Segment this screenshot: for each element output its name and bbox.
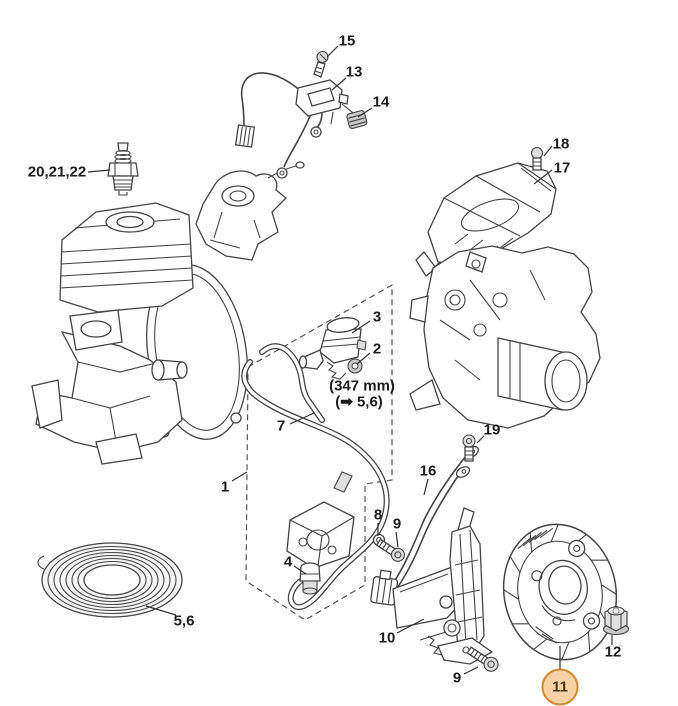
mounting-bracket-illustration — [392, 507, 494, 665]
engine-assembly-illustration — [31, 202, 248, 465]
callout-14[interactable]: 14 — [372, 93, 390, 111]
callout-12[interactable]: 12 — [604, 643, 622, 661]
spark-plug-boot-illustration — [298, 317, 367, 370]
fuel-hoses-illustration — [241, 343, 390, 610]
callout-8[interactable]: 8 — [373, 506, 383, 524]
screw-lower-illustration — [466, 646, 499, 672]
callout-19[interactable]: 19 — [483, 421, 501, 439]
callout-1[interactable]: 1 — [220, 478, 230, 496]
callout-10[interactable]: 10 — [378, 629, 396, 647]
callout-9-lower[interactable]: 9 — [452, 669, 462, 687]
callout-9-upper[interactable]: 9 — [392, 515, 402, 533]
screw-upper-illustration — [375, 538, 405, 562]
fuel-line-coil-illustration — [37, 542, 183, 618]
spark-plug-illustration — [107, 142, 139, 196]
callout-16[interactable]: 16 — [419, 462, 437, 480]
callout-4[interactable]: 4 — [283, 553, 293, 571]
callout-5-6[interactable]: 5,6 — [173, 612, 195, 630]
callout-15[interactable]: 15 — [338, 32, 356, 50]
cover-screw-illustration — [530, 146, 544, 171]
flange-nut-illustration — [602, 605, 630, 636]
leader-lines — [87, 45, 613, 675]
fuel-filter-assembly-illustration — [286, 471, 355, 595]
gear-housing-illustration — [409, 245, 601, 429]
hose-length-note: (347 mm) — [329, 377, 395, 395]
callout-17[interactable]: 17 — [553, 159, 571, 177]
wiring-harness-illustration — [234, 50, 368, 179]
support-bracket-illustration — [195, 161, 305, 261]
flywheel-illustration — [502, 523, 618, 661]
callout-13[interactable]: 13 — [345, 63, 363, 81]
callout-20-21-22[interactable]: 20,21,22 — [27, 163, 87, 181]
callout-18[interactable]: 18 — [552, 135, 570, 153]
callout-3[interactable]: 3 — [372, 308, 382, 326]
screw-19-illustration — [462, 434, 476, 462]
callout-11-highlighted[interactable]: 11 — [541, 668, 579, 706]
hose-ref-note: (➡ 5,6) — [335, 393, 383, 411]
callout-2[interactable]: 2 — [372, 340, 382, 358]
callout-7[interactable]: 7 — [276, 417, 286, 435]
